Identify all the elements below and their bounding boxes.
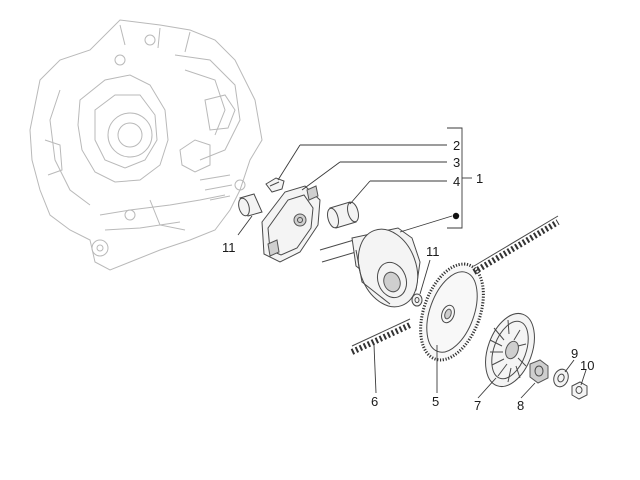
callout-11-left: 11 — [222, 240, 236, 255]
fixed-pulley-fan — [485, 313, 535, 387]
callout-3: 3 — [453, 155, 460, 170]
callout-7: 7 — [474, 398, 481, 413]
group-bracket — [447, 127, 472, 229]
callout-9: 9 — [571, 346, 578, 361]
leader-lines — [237, 144, 587, 399]
pulley-nut — [529, 359, 549, 384]
washer-small — [411, 293, 423, 307]
slider-clip — [265, 177, 285, 193]
starter-ring-gear — [419, 262, 485, 362]
callout-1: 1 — [476, 171, 483, 186]
drive-belt-upper — [472, 215, 560, 275]
thrust-washer — [553, 368, 569, 388]
callout-2: 2 — [453, 138, 460, 153]
roller-weight-left — [238, 193, 263, 217]
callout-4: 4 — [453, 174, 460, 189]
drive-belt-lower — [350, 318, 412, 355]
callout-10: 10 — [580, 358, 594, 373]
callout-labels: 2 3 4 1 11 11 6 5 7 8 9 10 — [222, 138, 594, 413]
ramp-plate — [261, 185, 321, 263]
callout-11-right: 11 — [426, 244, 440, 259]
callout-6: 6 — [371, 394, 378, 409]
flange-nut — [571, 381, 588, 400]
movable-drive-pulley — [319, 227, 421, 308]
callout-8: 8 — [517, 398, 524, 413]
callout-5: 5 — [432, 394, 439, 409]
bushing — [327, 201, 359, 229]
bullet-marker — [452, 212, 460, 220]
crankcase-housing — [29, 19, 263, 271]
